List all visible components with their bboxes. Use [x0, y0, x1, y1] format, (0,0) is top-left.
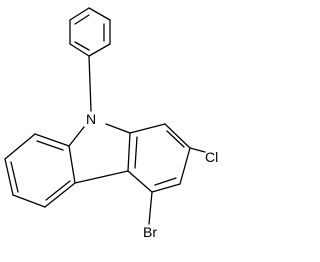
- chlorine-label: Cl: [205, 149, 218, 165]
- left-benzene-ring: [4, 133, 76, 208]
- phenyl-double-bond: [74, 41, 90, 51]
- phenyl-bond: [88, 43, 111, 57]
- pyrrole-bond: [68, 145, 76, 184]
- c-cl-bond: [189, 147, 206, 153]
- phenyl-ring: [69, 7, 111, 57]
- n-phenyl-bond: [88, 55, 92, 112]
- benzene-double-bond: [10, 161, 19, 193]
- benzene-bond: [44, 182, 76, 208]
- c-br-bond: [148, 191, 153, 225]
- pyrrole-bond: [127, 132, 131, 172]
- benzene-bond: [164, 123, 191, 149]
- benzene-double-bond: [45, 180, 71, 201]
- pyrrole-ring: [68, 123, 131, 184]
- phenyl-bond: [69, 7, 90, 21]
- benzene-double-bond: [166, 130, 185, 148]
- molecule-structure-diagram: N Cl Br: [4, 7, 218, 240]
- phenyl-double-bond: [74, 14, 90, 25]
- pyrrole-bond: [105, 123, 131, 134]
- pyrrole-bond: [74, 170, 129, 184]
- benzene-bond: [129, 123, 166, 134]
- benzene-double-bond: [154, 177, 177, 186]
- bromine-label: Br: [143, 224, 157, 240]
- benzene-bond: [179, 147, 191, 185]
- benzene-bond: [4, 158, 14, 196]
- benzene-bond: [4, 133, 36, 160]
- benzene-bond: [151, 183, 181, 193]
- phenyl-bond: [88, 7, 111, 21]
- right-benzene-ring: [127, 123, 191, 193]
- nitrogen-label: N: [86, 111, 96, 127]
- benzene-bond: [12, 194, 46, 208]
- pyrrole-bond: [68, 126, 85, 147]
- phenyl-bond: [69, 43, 90, 57]
- benzene-double-bond: [134, 136, 138, 169]
- benzene-bond: [34, 133, 70, 147]
- benzene-bond: [127, 170, 153, 193]
- benzene-double-bond: [36, 140, 64, 151]
